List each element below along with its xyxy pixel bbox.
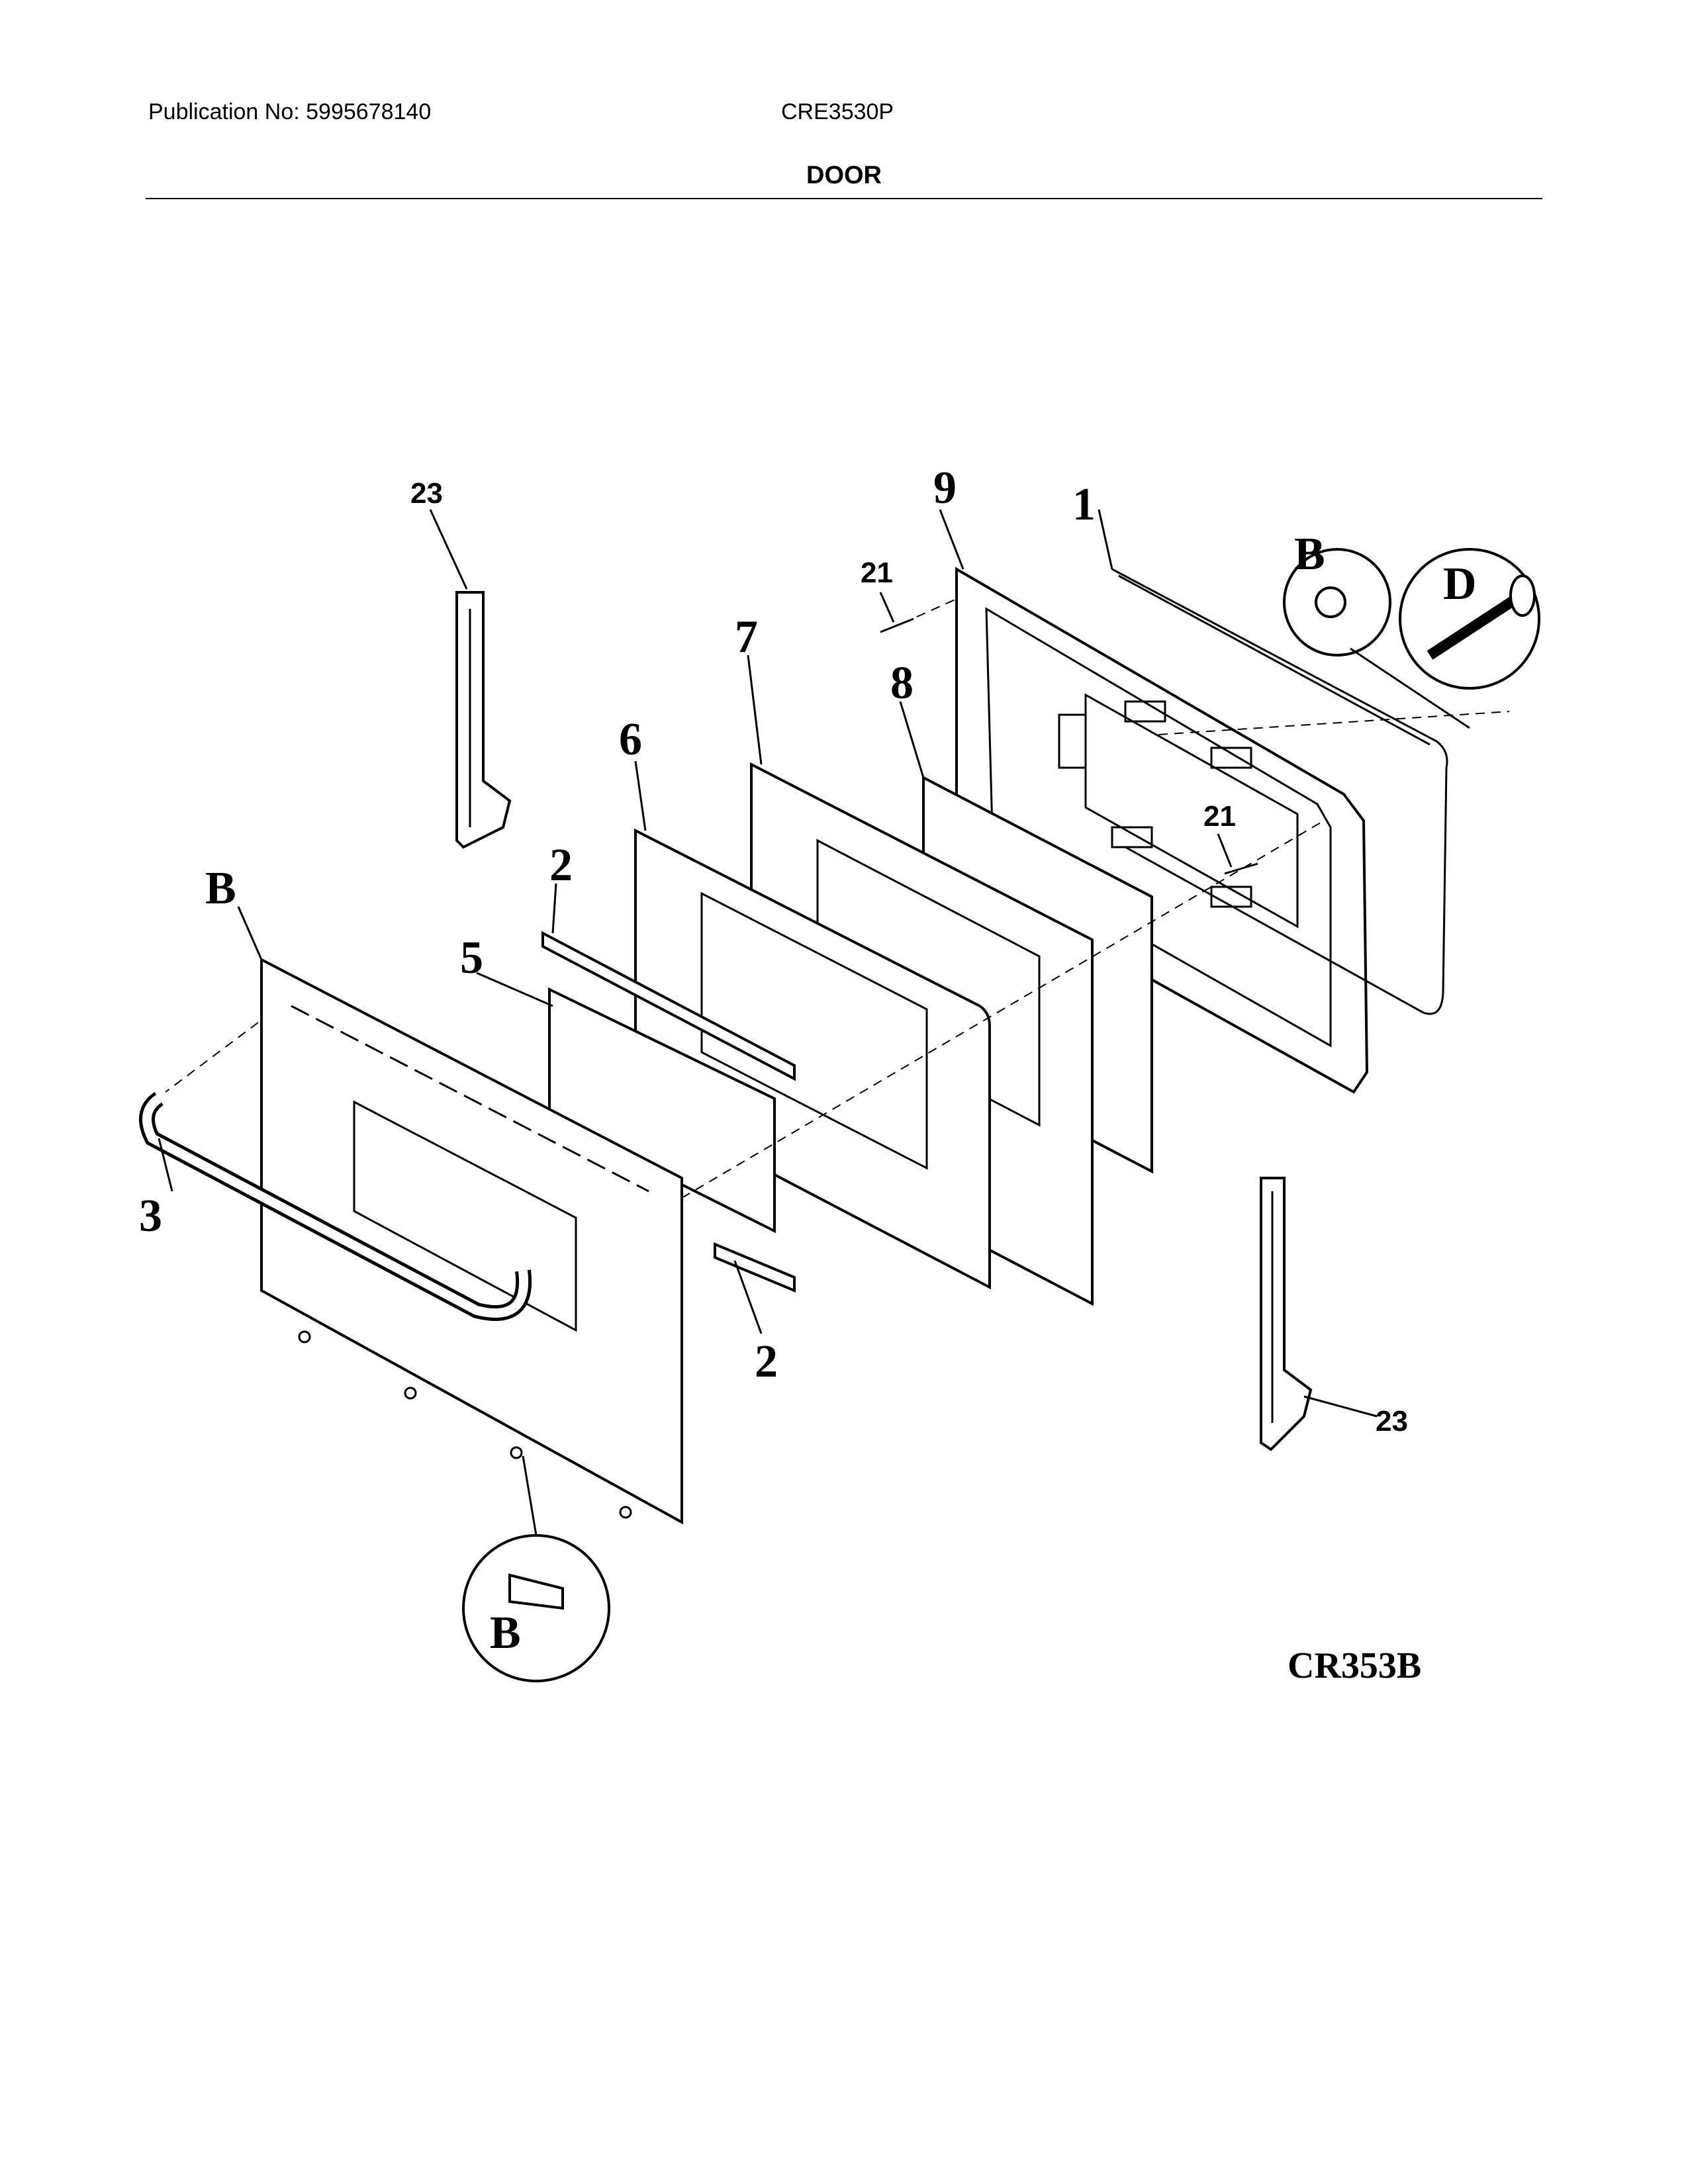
detail-washer-callout: [1283, 548, 1391, 657]
callout-7: 7: [735, 612, 758, 662]
inner-door-panel: [634, 828, 991, 1290]
detail-pin-callout: [1399, 548, 1540, 690]
door-hinge-bottom: [1260, 1177, 1313, 1451]
callout-D-pin: D: [1443, 559, 1477, 610]
screw-mid: [1224, 862, 1258, 875]
callout-6: 6: [619, 714, 642, 765]
callout-9: 9: [933, 463, 957, 514]
callout-3: 3: [139, 1191, 162, 1242]
publication-number: Publication No: 5995678140: [148, 99, 432, 124]
door-hinge-top: [455, 591, 512, 849]
callout-21-mid: 21: [1203, 800, 1236, 833]
callout-1: 1: [1072, 479, 1096, 530]
callout-23-top: 23: [410, 477, 443, 510]
callout-2-bottom: 2: [755, 1336, 778, 1387]
callout-B-outer: B: [205, 863, 236, 914]
figure-code: CR353B: [1288, 1645, 1421, 1686]
header-rule: [146, 198, 1542, 199]
callout-21-top: 21: [861, 557, 893, 589]
door-trim-top: [541, 931, 796, 1081]
screw-top: [880, 617, 914, 633]
callout-5: 5: [460, 933, 483, 983]
detail-screw-callout: [462, 1534, 610, 1682]
model-number: CRE3530P: [781, 99, 894, 124]
door-trim-bottom: [714, 1242, 796, 1293]
callout-B-washer: B: [1294, 529, 1325, 580]
callout-23-bottom: 23: [1376, 1405, 1408, 1437]
callout-B-screw: B: [490, 1608, 521, 1659]
section-title: DOOR: [806, 161, 882, 189]
door-gasket: [1111, 568, 1448, 1015]
callout-2-top: 2: [549, 840, 573, 891]
bottom-screws: [298, 1330, 632, 1519]
outer-door-panel: [260, 957, 683, 1525]
callout-8: 8: [890, 658, 914, 709]
window-glass: [548, 987, 776, 1234]
